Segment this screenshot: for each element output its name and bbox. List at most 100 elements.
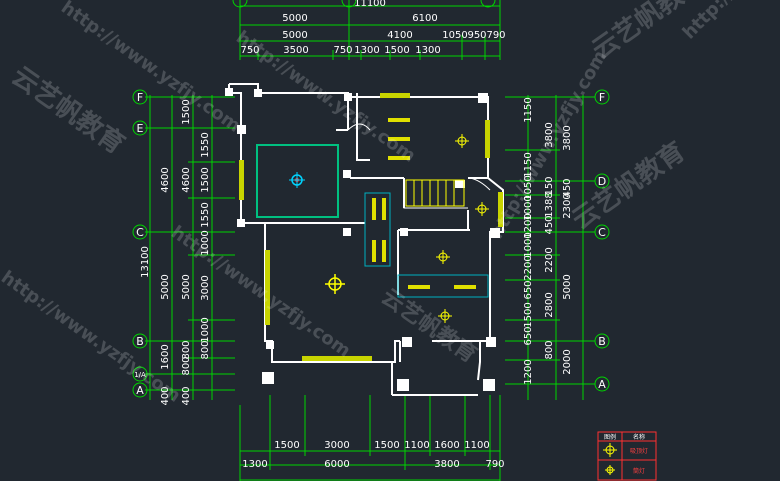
dim-right: 1050 xyxy=(523,175,534,200)
dim-top: 3500 xyxy=(283,45,308,56)
dim-right: 2000 xyxy=(562,349,573,374)
top-dimension-text: 11100 5000 6100 5000 4100 1050 950 790 7… xyxy=(240,0,505,56)
dim-right: 2200 xyxy=(544,247,555,272)
dim-bottom: 3800 xyxy=(434,459,459,470)
dim-top: 6100 xyxy=(412,13,437,24)
dim-right: 1388 xyxy=(544,192,555,217)
ceiling-lamp-icon xyxy=(289,172,305,188)
dim-right: 3800 xyxy=(562,125,573,150)
dim-right: 5000 xyxy=(562,274,573,299)
left-dimension-text: 13100 4600 5000 1600 400 1500 4600 5000 … xyxy=(140,99,211,405)
dim-right: 1200 xyxy=(523,213,534,238)
dim-left: 4600 xyxy=(160,167,171,192)
dim-right: 800 xyxy=(544,340,555,359)
axis-label: B xyxy=(136,335,144,348)
dim-right: 1150 xyxy=(523,97,534,122)
dim-left: 1500 xyxy=(181,99,192,124)
dim-right: 2300 xyxy=(562,193,573,218)
legend-header: 图例 xyxy=(604,433,616,441)
dim-left: 1550 xyxy=(200,132,211,157)
dim-left: 400 xyxy=(181,386,192,405)
axis-label: C xyxy=(136,226,144,239)
dim-right: 1000 xyxy=(523,195,534,220)
dim-top: 750 xyxy=(240,45,259,56)
dim-bottom: 1100 xyxy=(404,440,429,451)
watermark-text: 云艺帆教育 xyxy=(566,136,690,236)
axis-label: 1/A xyxy=(134,371,146,379)
legend-label: 吸顶灯 xyxy=(630,447,648,455)
dim-left: 3000 xyxy=(200,275,211,300)
dim-right: 450 xyxy=(562,178,573,197)
dim-right: 2200 xyxy=(523,255,534,280)
dim-bottom: 3000 xyxy=(324,440,349,451)
cabinet xyxy=(364,192,489,298)
dim-right: 1000 xyxy=(523,232,534,257)
dimension-lines xyxy=(145,0,595,481)
columns xyxy=(225,88,500,391)
spot-light-icons xyxy=(436,134,489,323)
dim-top: 1050 xyxy=(442,30,467,41)
dim-left: 800 xyxy=(200,340,211,359)
dim-top: 1300 xyxy=(415,45,440,56)
legend-ceiling-lamp-icon xyxy=(603,443,617,457)
axis-labels-right: F D C B A xyxy=(598,91,606,391)
dim-top: 1300 xyxy=(354,45,379,56)
dim-bottom: 6000 xyxy=(324,459,349,470)
dim-bottom: 1500 xyxy=(274,440,299,451)
dim-top: 4100 xyxy=(387,30,412,41)
axis-label: E xyxy=(137,122,144,135)
dim-bottom: 1300 xyxy=(242,459,267,470)
dim-right: 450 xyxy=(544,215,555,234)
dim-top: 1500 xyxy=(384,45,409,56)
dim-right: 1150 xyxy=(523,152,534,177)
dim-right: 1200 xyxy=(523,359,534,384)
watermark-text: http://www.yzfjy.com xyxy=(0,267,184,407)
dim-left: 1000 xyxy=(200,317,211,342)
axis-label: C xyxy=(598,226,606,239)
dim-left: 1500 xyxy=(200,167,211,192)
dim-left: 5000 xyxy=(160,274,171,299)
dim-bottom: 1100 xyxy=(464,440,489,451)
axis-bubbles xyxy=(132,0,610,398)
dim-top: 750 xyxy=(333,45,352,56)
legend-table: 图例 名称 吸顶灯 筒灯 xyxy=(597,431,657,481)
dim-right: 650 xyxy=(523,280,534,299)
right-dimension-text: 1150 1150 1050 1000 1200 1000 2200 650 1… xyxy=(523,97,573,384)
dim-left-overall: 13100 xyxy=(140,246,151,278)
dim-bottom: 1600 xyxy=(434,440,459,451)
watermark-text: 云艺帆教育 xyxy=(6,60,130,160)
staircase xyxy=(405,179,465,207)
dim-right: 650 xyxy=(523,326,534,345)
legend-label: 筒灯 xyxy=(633,467,645,475)
windows xyxy=(239,93,503,361)
dim-top: 5000 xyxy=(282,13,307,24)
ceiling-frame xyxy=(256,144,339,218)
axis-label: A xyxy=(136,384,144,397)
dim-right: 1500 xyxy=(523,302,534,327)
dim-left: 1600 xyxy=(160,344,171,369)
dim-left: 800 xyxy=(181,340,192,359)
axis-label: A xyxy=(598,378,606,391)
dim-left: 800 xyxy=(181,356,192,375)
dim-bottom: 1500 xyxy=(374,440,399,451)
watermark-text: 云艺帆教育 xyxy=(377,284,482,368)
bottom-dimension-text: 1500 3000 1500 1100 1600 1100 1300 6000 … xyxy=(242,440,504,470)
dim-right: 150 xyxy=(544,176,555,195)
dim-left: 400 xyxy=(160,386,171,405)
dim-top-overall: 11100 xyxy=(354,0,386,9)
dim-top: 790 xyxy=(486,30,505,41)
axis-label: B xyxy=(598,335,606,348)
dim-right: 2800 xyxy=(544,292,555,317)
axis-label: F xyxy=(137,91,143,104)
dim-left: 5000 xyxy=(181,274,192,299)
watermark-text: http://www.yzfjy.com xyxy=(679,0,780,44)
dim-left: 4600 xyxy=(181,167,192,192)
legend-downlight-icon xyxy=(605,465,615,475)
linear-lights xyxy=(372,118,476,289)
dim-top: 950 xyxy=(467,30,486,41)
legend-header: 名称 xyxy=(633,433,645,441)
axis-label: D xyxy=(598,175,606,188)
dim-left: 1000 xyxy=(200,230,211,255)
